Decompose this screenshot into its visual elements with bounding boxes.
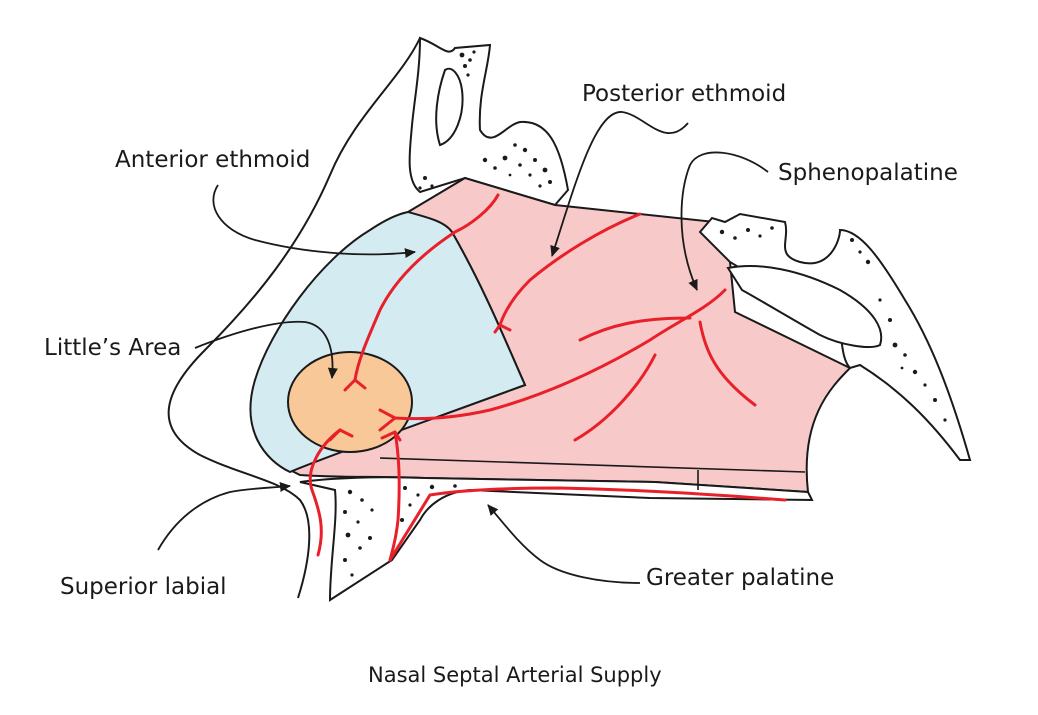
bone-speckle-upper [418, 50, 552, 190]
pointer-anterior-ethmoid [212, 184, 416, 259]
label-sphenopalatine: Sphenopalatine [778, 160, 958, 186]
pointer-posterior-ethmoid [550, 111, 689, 257]
label-anterior-ethmoid: Anterior ethmoid [115, 147, 311, 173]
littles-area-circle [287, 351, 413, 453]
bone-speckle-maxilla [343, 484, 457, 577]
external-nose-outline [167, 37, 421, 599]
nasal-bone [408, 36, 570, 207]
greater-palatine-artery [388, 486, 787, 562]
sphenopalatine-branch-3 [573, 353, 657, 442]
pointer-littles-area [194, 320, 338, 379]
posterior-ethmoid-artery [493, 212, 642, 334]
arteries [308, 193, 787, 562]
superior-labial-artery [308, 428, 342, 557]
palate-separator [379, 457, 806, 490]
sphenopalatine-branch-1 [578, 316, 692, 342]
frontal-sinus [435, 67, 464, 147]
label-greater-palatine: Greater palatine [646, 565, 835, 591]
label-posterior-ethmoid: Posterior ethmoid [582, 81, 787, 107]
anterior-ethmoid-artery [353, 193, 500, 382]
label-littles-area: Little’s Area [44, 335, 182, 361]
little-branch [343, 378, 367, 392]
bone-speckle-sphenoid [719, 226, 947, 422]
diagram-title: Nasal Septal Arterial Supply [368, 663, 662, 687]
pointer-lines [157, 111, 769, 584]
septal-branch-down [388, 430, 401, 562]
sphenopalatine-branch-2 [698, 320, 757, 407]
pointer-sphenopalatine [680, 151, 769, 291]
sphenoid-sinus [726, 265, 883, 348]
label-superior-labial: Superior labial [60, 574, 227, 600]
pointer-superior-labial [157, 482, 291, 551]
palatine-bone [299, 476, 814, 602]
pointer-greater-palatine [487, 504, 641, 584]
